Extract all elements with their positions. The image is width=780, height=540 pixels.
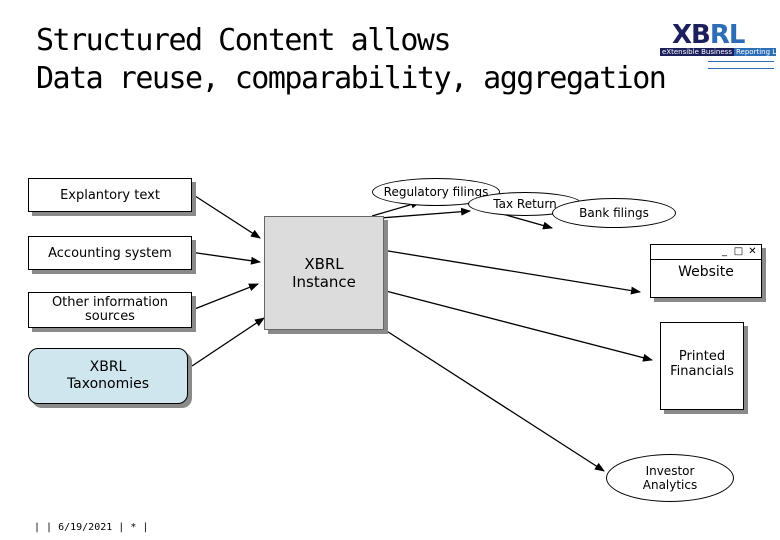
arrow-instance-to-tax-return bbox=[379, 207, 471, 219]
xbrl-logo-bars bbox=[708, 61, 774, 69]
bank-filings-label: Bank filings bbox=[579, 206, 649, 220]
slide-footer: | | 6/19/2021 | * | bbox=[34, 522, 149, 533]
arrow-other-to-instance bbox=[191, 283, 259, 311]
investor-analytics-ellipse: Investor Analytics bbox=[606, 454, 734, 502]
arrow-taxonomies-to-instance bbox=[191, 317, 265, 367]
close-icon: ✕ bbox=[748, 246, 757, 257]
website-label: Website bbox=[678, 264, 734, 280]
minimize-icon: _ bbox=[722, 246, 727, 257]
xbrl-logo-mark: XBRL bbox=[672, 20, 745, 50]
website-titlebar: _ □ ✕ bbox=[651, 245, 761, 260]
slide-title-line-1: Structured Content allows bbox=[36, 23, 452, 58]
maximize-icon: □ bbox=[733, 246, 744, 257]
explanatory-text-box: Explantory text bbox=[28, 178, 192, 212]
arrow-instance-to-investor bbox=[381, 327, 605, 472]
arrow-accounting-to-instance bbox=[189, 251, 261, 265]
arrow-explanatory-to-instance bbox=[191, 193, 261, 239]
explanatory-text-label: Explantory text bbox=[60, 187, 160, 203]
arrow-instance-to-website bbox=[381, 249, 641, 295]
slide-title: Structured Content allows Data reuse, co… bbox=[36, 22, 667, 98]
other-information-label: Other information sources bbox=[51, 295, 169, 324]
tax-return-label: Tax Return bbox=[493, 197, 557, 211]
website-window: _ □ ✕ Website bbox=[650, 244, 762, 298]
accounting-system-label: Accounting system bbox=[48, 245, 172, 261]
xbrl-taxonomies-label: XBRL Taxonomies bbox=[66, 359, 150, 392]
xbrl-instance-box: XBRL Instance bbox=[264, 216, 384, 330]
xbrl-instance-label: XBRL Instance bbox=[292, 255, 356, 291]
other-information-box: Other information sources bbox=[28, 292, 192, 328]
bank-filings-ellipse: Bank filings bbox=[552, 198, 676, 228]
regulatory-filings-label: Regulatory filings bbox=[383, 185, 489, 199]
printed-financials-box: Printed Financials bbox=[660, 322, 744, 410]
arrow-instance-to-printed bbox=[381, 289, 653, 362]
slide-title-line-2: Data reuse, comparability, aggregation bbox=[36, 61, 667, 96]
xbrl-taxonomies-box: XBRL Taxonomies bbox=[28, 348, 188, 404]
investor-analytics-label: Investor Analytics bbox=[642, 464, 698, 492]
accounting-system-box: Accounting system bbox=[28, 236, 192, 270]
printed-financials-label: Printed Financials bbox=[670, 349, 734, 379]
